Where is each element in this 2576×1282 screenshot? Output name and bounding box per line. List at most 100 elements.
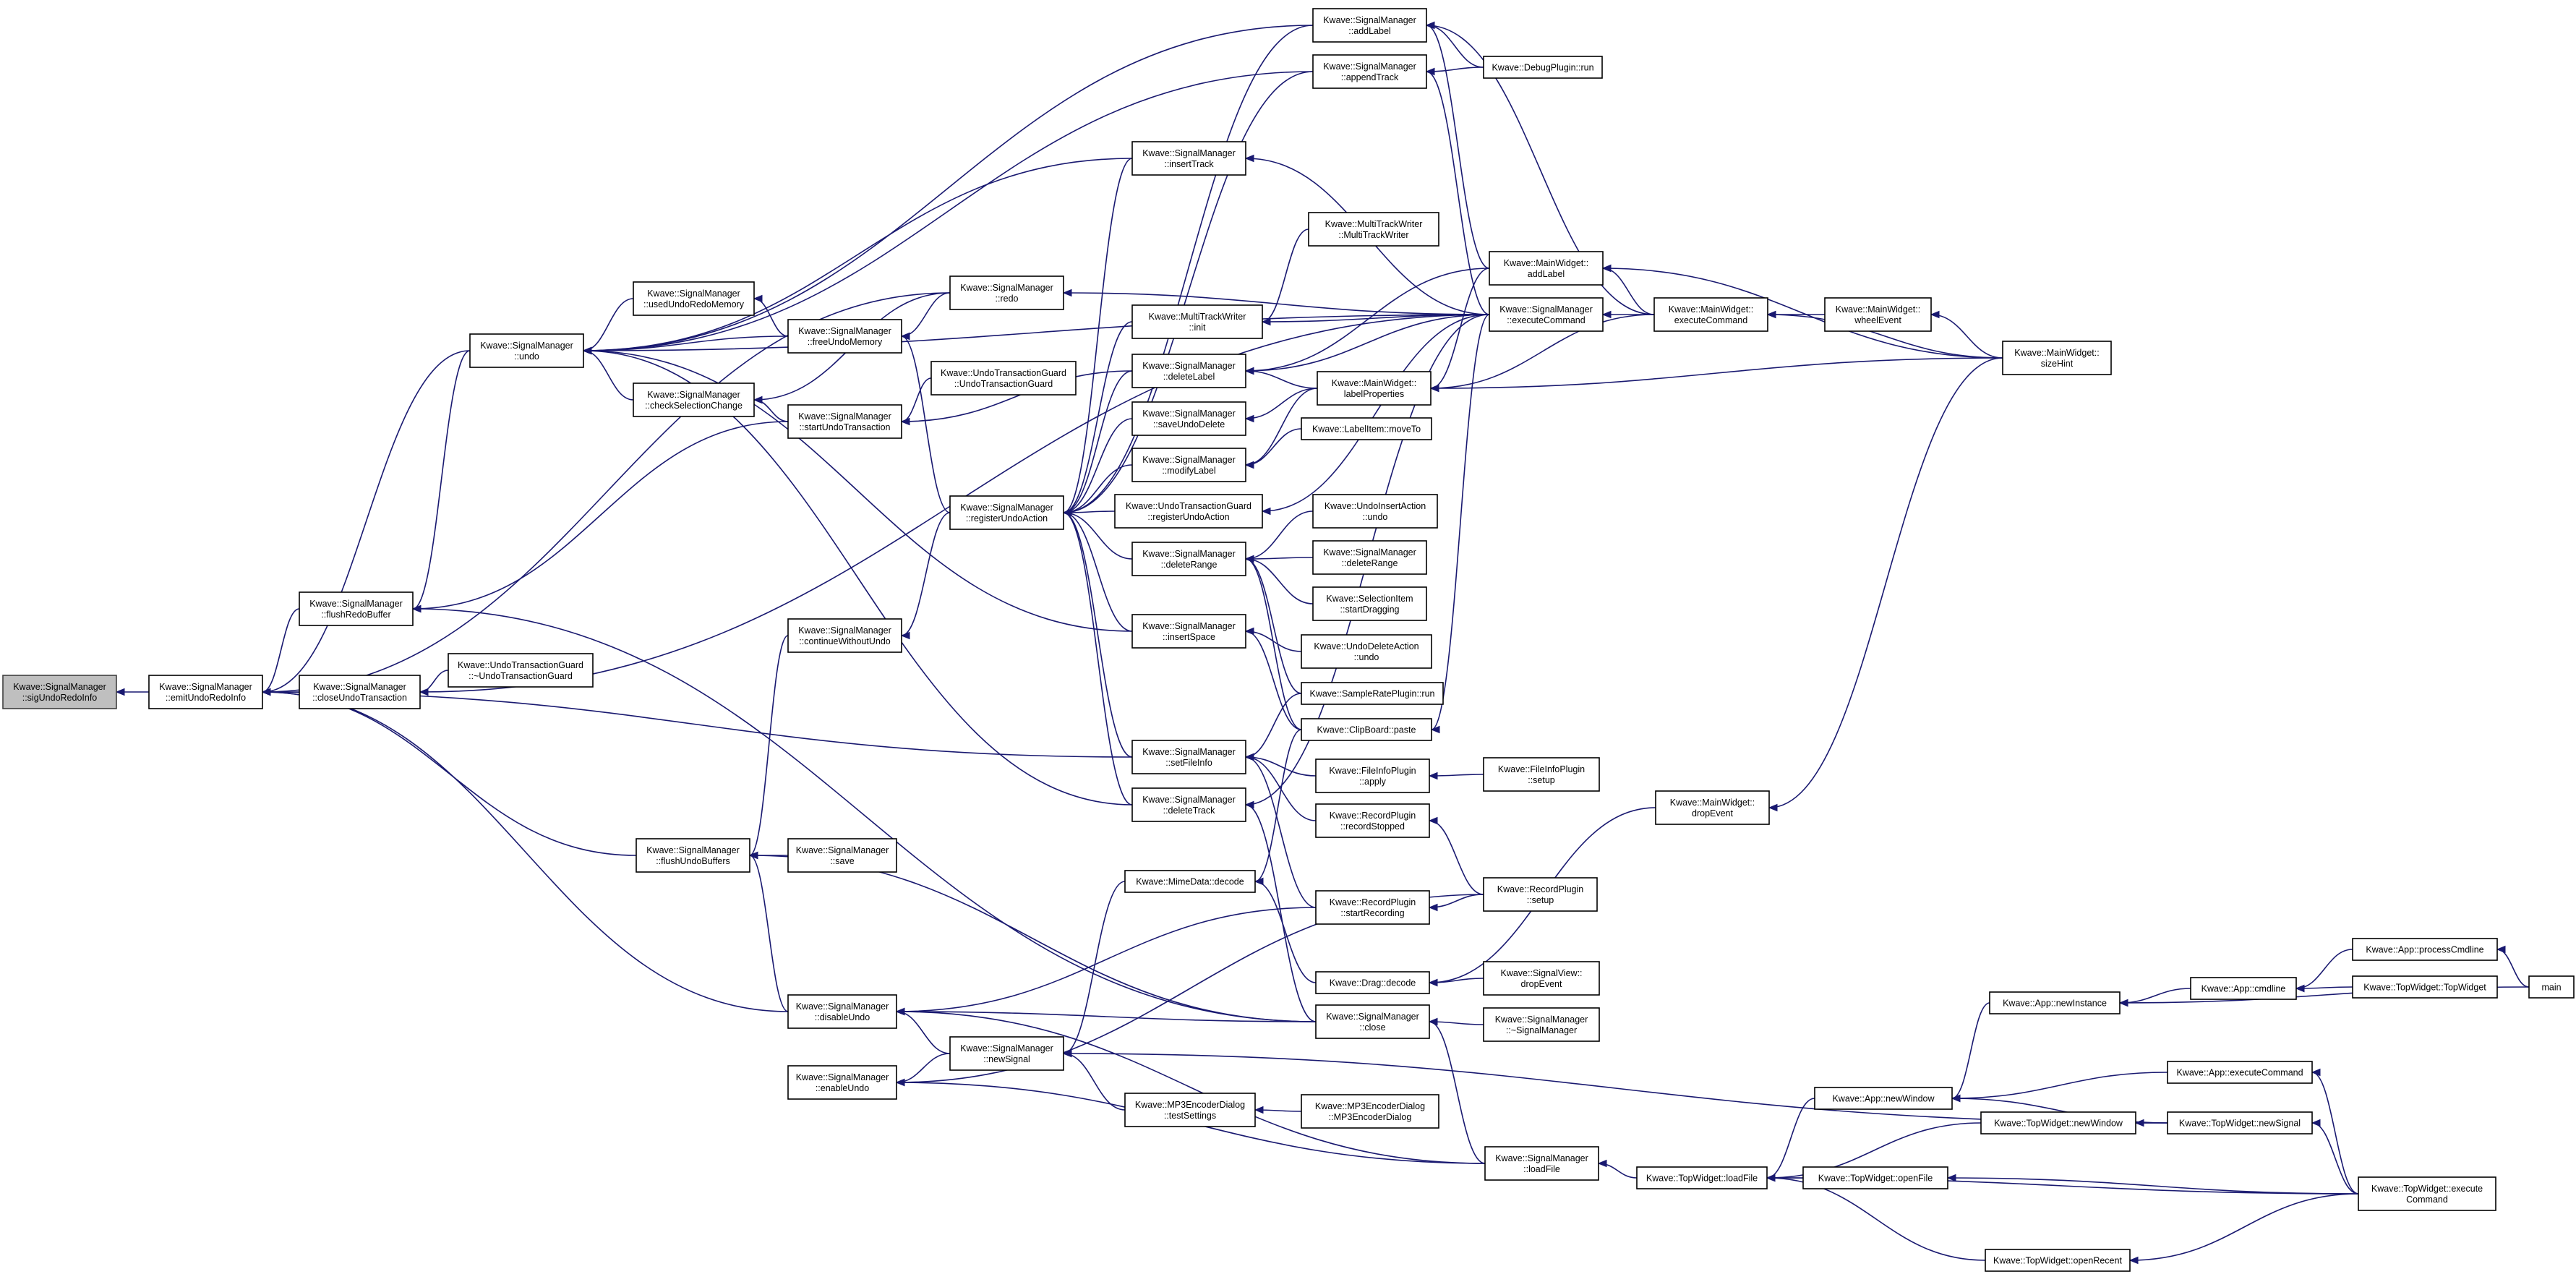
call-edge (1245, 268, 1490, 372)
node-setFileInfo[interactable]: Kwave::SignalManager::setFileInfo (1131, 740, 1246, 774)
call-edge (262, 292, 951, 693)
node-deleteRange[interactable]: Kwave::SignalManager::deleteRange (1131, 542, 1246, 576)
node-mtwInit[interactable]: Kwave::MultiTrackWriter::init (1131, 304, 1263, 339)
node-sigUndoRedoInfo[interactable]: Kwave::SignalManager::sigUndoRedoInfo (2, 675, 117, 709)
node-appCmdline[interactable]: Kwave::App::cmdline (2190, 977, 2297, 1000)
arrowhead (1261, 507, 1271, 516)
node-mimeDecode[interactable]: Kwave::MimeData::decode (1124, 870, 1256, 893)
node-appNewWindow[interactable]: Kwave::App::newWindow (1814, 1087, 1953, 1110)
node-recStart[interactable]: Kwave::RecordPlugin::startRecording (1315, 890, 1430, 925)
node-appExecCmd[interactable]: Kwave::App::executeCommand (2167, 1061, 2313, 1084)
call-edge (1245, 804, 1317, 1022)
call-edge (1951, 1002, 1990, 1099)
node-twOpenFile[interactable]: Kwave::TopWidget::openFile (1802, 1166, 1948, 1189)
node-debugRun[interactable]: Kwave::DebugPlugin::run (1483, 56, 1603, 79)
node-mp3Test[interactable]: Kwave::MP3EncoderDialog::testSettings (1124, 1093, 1256, 1127)
node-box (2167, 1061, 2313, 1084)
node-svDrop[interactable]: Kwave::SignalView::dropEvent (1483, 961, 1600, 996)
arrowhead (748, 851, 758, 860)
call-edge (1430, 314, 1655, 389)
node-utgRegister[interactable]: Kwave::UndoTransactionGuard::registerUnd… (1114, 494, 1263, 529)
call-edge (896, 907, 1317, 1012)
node-label: Kwave::SignalManager (960, 503, 1053, 513)
node-mwLabelProps[interactable]: Kwave::MainWidget::labelProperties (1317, 371, 1432, 406)
node-saveUndoDelete[interactable]: Kwave::SignalManager::saveUndoDelete (1131, 401, 1246, 436)
node-mwWheel[interactable]: Kwave::MainWidget::wheelEvent (1824, 297, 1932, 332)
node-insertSpace[interactable]: Kwave::SignalManager::insertSpace (1131, 614, 1246, 649)
call-edge (1063, 25, 1314, 513)
node-enableUndo[interactable]: Kwave::SignalManager::enableUndo (787, 1065, 897, 1100)
node-fipApply[interactable]: Kwave::FileInfoPlugin::apply (1315, 758, 1430, 793)
node-newSignal[interactable]: Kwave::SignalManager::newSignal (949, 1036, 1064, 1071)
node-freeUndoMemory[interactable]: Kwave::SignalManager::freeUndoMemory (787, 319, 902, 354)
node-box (1636, 1166, 1768, 1189)
node-twExecCmd[interactable]: Kwave::TopWidget::executeCommand (2358, 1176, 2496, 1211)
node-mwExecCmd[interactable]: Kwave::MainWidget::executeCommand (1653, 297, 1768, 332)
node-mwSizeHint[interactable]: Kwave::MainWidget::sizeHint (2002, 341, 2112, 375)
arrowhead (1244, 753, 1254, 761)
node-startUndoTransaction[interactable]: Kwave::SignalManager::startUndoTransacti… (787, 404, 902, 439)
node-twNewSignal[interactable]: Kwave::TopWidget::newSignal (2167, 1111, 2313, 1134)
node-usedUndoRedoMemory[interactable]: Kwave::SignalManager::usedUndoRedoMemory (633, 281, 755, 316)
node-box (787, 319, 902, 354)
node-twOpenRecent[interactable]: Kwave::TopWidget::openRecent (1985, 1249, 2131, 1272)
node-smDtor[interactable]: Kwave::SignalManager::~SignalManager (1483, 1007, 1600, 1042)
node-smSave[interactable]: Kwave::SignalManager::save (787, 838, 897, 873)
arrowhead (1601, 310, 1612, 319)
node-flushRedoBuffer[interactable]: Kwave::SignalManager::flushRedoBuffer (299, 591, 414, 626)
node-modifyLabel[interactable]: Kwave::SignalManager::modifyLabel (1131, 448, 1246, 482)
node-label: ::deleteRange (1161, 560, 1218, 570)
node-box (1131, 787, 1246, 822)
node-recSetup[interactable]: Kwave::RecordPlugin::setup (1483, 877, 1598, 912)
arrowhead (1244, 627, 1254, 636)
node-twCtor[interactable]: Kwave::TopWidget::TopWidget (2352, 975, 2498, 999)
node-box (1312, 494, 1438, 529)
node-smDeleteRange2[interactable]: Kwave::SignalManager::deleteRange (1312, 540, 1427, 575)
node-deleteTrack[interactable]: Kwave::SignalManager::deleteTrack (1131, 787, 1246, 822)
node-smExecCmd[interactable]: Kwave::SignalManager::executeCommand (1489, 297, 1604, 332)
node-box (1980, 1111, 2136, 1134)
node-labelMoveTo[interactable]: Kwave::LabelItem::moveTo (1301, 417, 1432, 440)
node-closeUndoTransaction[interactable]: Kwave::SignalManager::closeUndoTransacti… (299, 675, 421, 709)
node-utgDtor[interactable]: Kwave::UndoTransactionGuard::~UndoTransa… (448, 653, 594, 688)
node-twNewWindow[interactable]: Kwave::TopWidget::newWindow (1980, 1111, 2136, 1134)
node-checkSelectionChange[interactable]: Kwave::SignalManager::checkSelectionChan… (633, 383, 755, 417)
node-uiaUndo[interactable]: Kwave::UndoInsertAction::undo (1312, 494, 1438, 529)
node-mwDrop[interactable]: Kwave::MainWidget::dropEvent (1655, 790, 1770, 825)
call-edge (1063, 418, 1133, 513)
node-mwAddLabel[interactable]: Kwave::MainWidget::addLabel (1489, 251, 1604, 286)
node-dragDecode[interactable]: Kwave::Drag::decode (1315, 971, 1430, 994)
node-undo[interactable]: Kwave::SignalManager::undo (469, 333, 584, 368)
node-redo[interactable]: Kwave::SignalManager::redo (949, 275, 1064, 310)
node-utgCtor[interactable]: Kwave::UndoTransactionGuard::UndoTransac… (930, 361, 1077, 396)
node-fipSetup[interactable]: Kwave::FileInfoPlugin::setup (1483, 757, 1600, 792)
node-udaUndo[interactable]: Kwave::UndoDeleteAction::undo (1301, 634, 1432, 669)
node-smClose[interactable]: Kwave::SignalManager::close (1315, 1004, 1430, 1039)
node-clipPaste[interactable]: Kwave::ClipBoard::paste (1301, 718, 1432, 741)
node-disableUndo[interactable]: Kwave::SignalManager::disableUndo (787, 994, 897, 1029)
node-twLoadFile[interactable]: Kwave::TopWidget::loadFile (1636, 1166, 1768, 1189)
node-appendTrack[interactable]: Kwave::SignalManager::appendTrack (1312, 54, 1427, 89)
node-appProcCmd[interactable]: Kwave::App::processCmdline (2352, 938, 2498, 961)
node-insertTrack[interactable]: Kwave::SignalManager::insertTrack (1131, 141, 1246, 176)
arrowhead (2134, 1119, 2144, 1127)
node-registerUndoAction[interactable]: Kwave::SignalManager::registerUndoAction (949, 495, 1064, 530)
call-edge (262, 608, 300, 693)
node-emitUndoRedoInfo[interactable]: Kwave::SignalManager::emitUndoRedoInfo (148, 675, 263, 709)
node-box (1301, 682, 1444, 705)
node-appNewInstance[interactable]: Kwave::App::newInstance (1989, 991, 2121, 1014)
node-srRun[interactable]: Kwave::SampleRatePlugin::run (1301, 682, 1444, 705)
node-addLabel[interactable]: Kwave::SignalManager::addLabel (1312, 8, 1427, 43)
node-recStopped[interactable]: Kwave::RecordPlugin::recordStopped (1315, 803, 1430, 838)
node-selDragging[interactable]: Kwave::SelectionItem::startDragging (1312, 586, 1427, 621)
node-loadFile[interactable]: Kwave::SignalManager::loadFile (1484, 1146, 1599, 1181)
node-label: Kwave::SignalManager (309, 599, 403, 609)
node-label: Kwave::UndoInsertAction (1325, 501, 1426, 511)
node-mtwCtor[interactable]: Kwave::MultiTrackWriter::MultiTrackWrite… (1308, 212, 1439, 247)
node-continueWithoutUndo[interactable]: Kwave::SignalManager::continueWithoutUnd… (787, 618, 902, 653)
node-flushUndoBuffers[interactable]: Kwave::SignalManager::flushUndoBuffers (636, 838, 750, 873)
node-label: Kwave::MainWidget:: (1504, 258, 1588, 268)
node-main[interactable]: main (2528, 975, 2575, 999)
node-mp3Ctor[interactable]: Kwave::MP3EncoderDialog::MP3EncoderDialo… (1301, 1094, 1439, 1129)
node-deleteLabel[interactable]: Kwave::SignalManager::deleteLabel (1131, 354, 1246, 388)
